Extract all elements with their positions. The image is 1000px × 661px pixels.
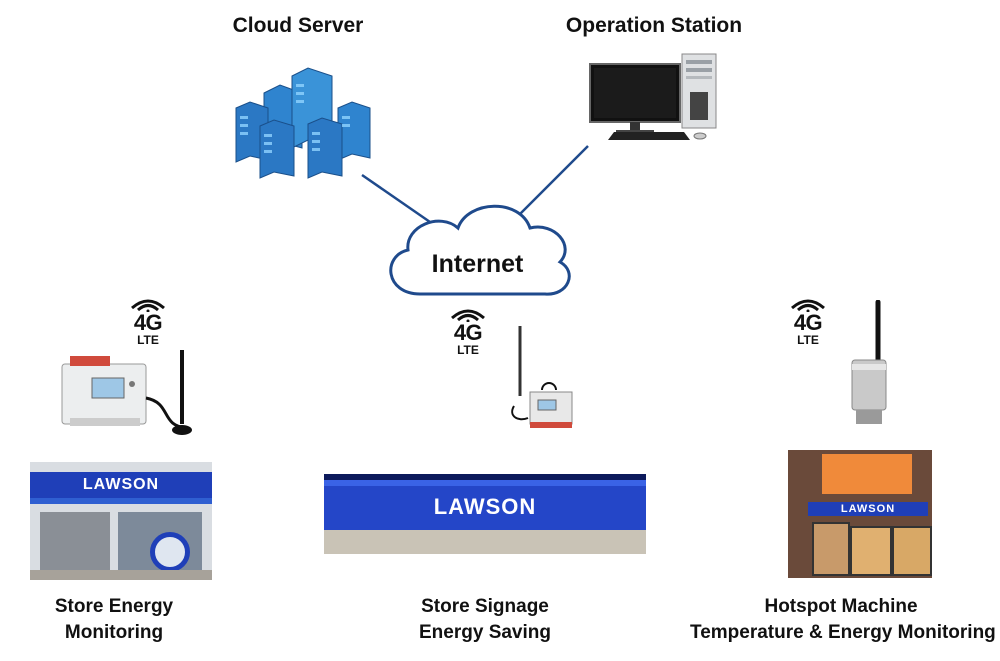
store-signage-energy-saving-caption: Store Signage Energy Saving [385, 594, 585, 646]
network-4g-label: 4G [133, 310, 163, 335]
wifi-signal-icon [451, 309, 485, 322]
network-4g-label: 4G [453, 320, 483, 345]
energy-meter-device-icon [61, 350, 192, 435]
desktop-computer-icon [589, 53, 717, 140]
station-link-line [519, 145, 589, 215]
store-sign: LAWSON [30, 472, 212, 498]
cloud-server-title: Cloud Server [232, 14, 364, 37]
temperature-sensor-device-icon [851, 300, 887, 424]
store-sign-text: LAWSON [82, 476, 160, 493]
caption-line: Temperature & Energy Monitoring [690, 622, 996, 643]
hotspot-machine-photo: LAWSON [788, 450, 932, 578]
internet-label: Internet [431, 250, 524, 278]
lte-badge-right: 4G LTE [778, 294, 838, 347]
store-energy-monitoring-caption: Store Energy Monitoring [14, 594, 214, 646]
hotspot-machine-monitoring-caption: Hotspot Machine Temperature & Energy Mon… [690, 594, 996, 646]
hotspot-sign-text: LAWSON [840, 503, 896, 515]
store-signage-photo: LAWSON [324, 474, 646, 554]
store-front-photo: LAWSON [30, 462, 212, 580]
network-4g-label: 4G [793, 310, 823, 335]
store-signage-text: LAWSON [433, 494, 537, 519]
network-lte-label: LTE [797, 333, 819, 347]
wifi-signal-icon [791, 299, 825, 312]
caption-line: Store Signage [421, 596, 549, 617]
network-lte-label: LTE [457, 343, 479, 357]
lte-badge-left: 4G LTE [118, 294, 178, 347]
caption-line: Store Energy [54, 596, 174, 617]
network-lte-label: LTE [137, 333, 159, 347]
operation-station-title: Operation Station [565, 14, 743, 37]
server-rack-icon [235, 67, 371, 179]
caption-line: Hotspot Machine [764, 596, 918, 617]
caption-line: Monitoring [64, 622, 164, 643]
server-link-line [361, 173, 431, 224]
internet-cloud-shape [389, 204, 571, 296]
lte-badge-center: 4G LTE [438, 304, 498, 357]
caption-line: Energy Saving [419, 622, 551, 643]
wifi-signal-icon [131, 299, 165, 312]
signage-meter-device-icon [511, 326, 573, 428]
